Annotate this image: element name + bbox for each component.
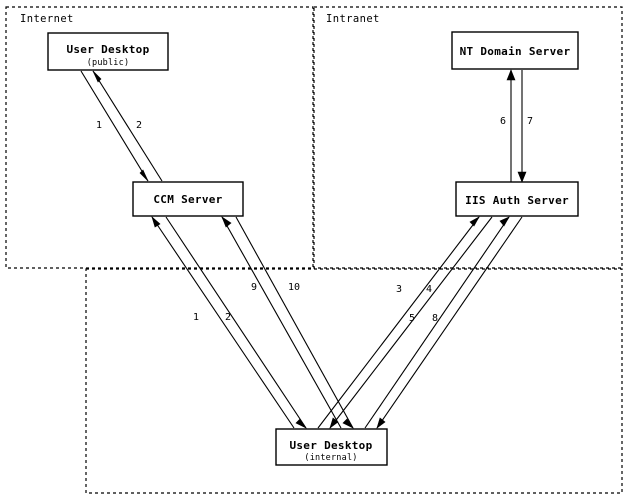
step-label-1-public: 1 <box>96 120 102 131</box>
node-box-user-desktop-public[interactable] <box>47 32 169 71</box>
flow-group-public-ccm: 1 2 <box>80 70 163 182</box>
flow-line-3 <box>317 216 480 429</box>
zone-intranet-boundary <box>313 6 623 269</box>
arrow-head-3 <box>469 216 480 227</box>
step-label-4: 4 <box>426 284 432 295</box>
node-title-user-desktop-public: User Desktop <box>66 43 149 56</box>
arrow-head-1-public <box>139 169 149 182</box>
flow-line-9 <box>221 216 342 429</box>
node-subtitle-user-desktop-public: (public) <box>87 58 130 68</box>
flow-line-1-public <box>80 70 149 182</box>
arrow-head-4 <box>329 417 339 429</box>
zone-label-intranet: Intranet <box>326 13 380 25</box>
flow-group-internal-ccm-910: 9 10 <box>221 216 354 429</box>
flow-group-internal-iis-58: 5 8 <box>364 216 523 429</box>
zone-internet-boundary <box>5 6 314 269</box>
arrow-head-7 <box>517 171 527 183</box>
flow-line-4 <box>329 216 493 429</box>
flow-line-5 <box>364 216 510 429</box>
zone-internal-boundary <box>85 268 623 494</box>
node-title-nt-domain-server: NT Domain Server <box>460 45 571 58</box>
step-label-5: 5 <box>409 313 415 324</box>
flow-group-internal-ccm-12: 1 2 <box>151 216 307 429</box>
node-subtitle-user-desktop-internal: (internal) <box>304 453 357 463</box>
step-label-10: 10 <box>288 282 300 293</box>
step-label-1-internal: 1 <box>193 312 199 323</box>
flow-group-internal-iis-34: 3 4 <box>317 216 493 429</box>
node-box-ccm-server[interactable] <box>132 181 244 217</box>
arrow-head-5 <box>499 216 510 227</box>
node-user-desktop-public[interactable]: User Desktop (public) <box>47 32 169 71</box>
flow-group-iis-nt: 6 7 <box>500 69 533 183</box>
step-label-9: 9 <box>251 282 257 293</box>
node-ccm-server[interactable]: CCM Server <box>132 181 244 217</box>
node-box-user-desktop-internal[interactable] <box>275 428 388 466</box>
step-label-8: 8 <box>432 313 438 324</box>
node-nt-domain-server[interactable]: NT Domain Server <box>451 31 579 70</box>
node-title-ccm-server: CCM Server <box>153 193 222 206</box>
node-box-iis-auth-server[interactable] <box>455 181 579 217</box>
flow-line-1-internal <box>151 216 295 429</box>
node-title-iis-auth-server: IIS Auth Server <box>465 194 569 207</box>
flow-line-8 <box>376 216 523 429</box>
step-label-2-internal: 2 <box>225 312 231 323</box>
step-label-3: 3 <box>396 284 402 295</box>
node-user-desktop-internal[interactable]: User Desktop (internal) <box>275 428 388 466</box>
step-label-6: 6 <box>500 116 506 127</box>
zone-label-internet: Internet <box>20 13 74 25</box>
node-title-user-desktop-internal: User Desktop <box>289 439 372 452</box>
arrow-head-6 <box>506 69 516 81</box>
arrow-head-1-internal <box>151 216 161 228</box>
node-iis-auth-server[interactable]: IIS Auth Server <box>455 181 579 217</box>
arrow-head-10 <box>342 418 354 429</box>
flow-line-2-internal <box>165 216 307 429</box>
arrow-head-2-public <box>92 70 102 83</box>
arrow-head-2-internal <box>295 418 307 429</box>
arrow-head-8 <box>376 417 386 429</box>
node-box-nt-domain-server[interactable] <box>451 31 579 70</box>
flow-line-2-public <box>92 70 163 182</box>
step-label-7: 7 <box>527 116 533 127</box>
arrow-head-9 <box>221 216 232 228</box>
step-label-2-public: 2 <box>136 120 142 131</box>
flow-line-10 <box>235 216 354 429</box>
